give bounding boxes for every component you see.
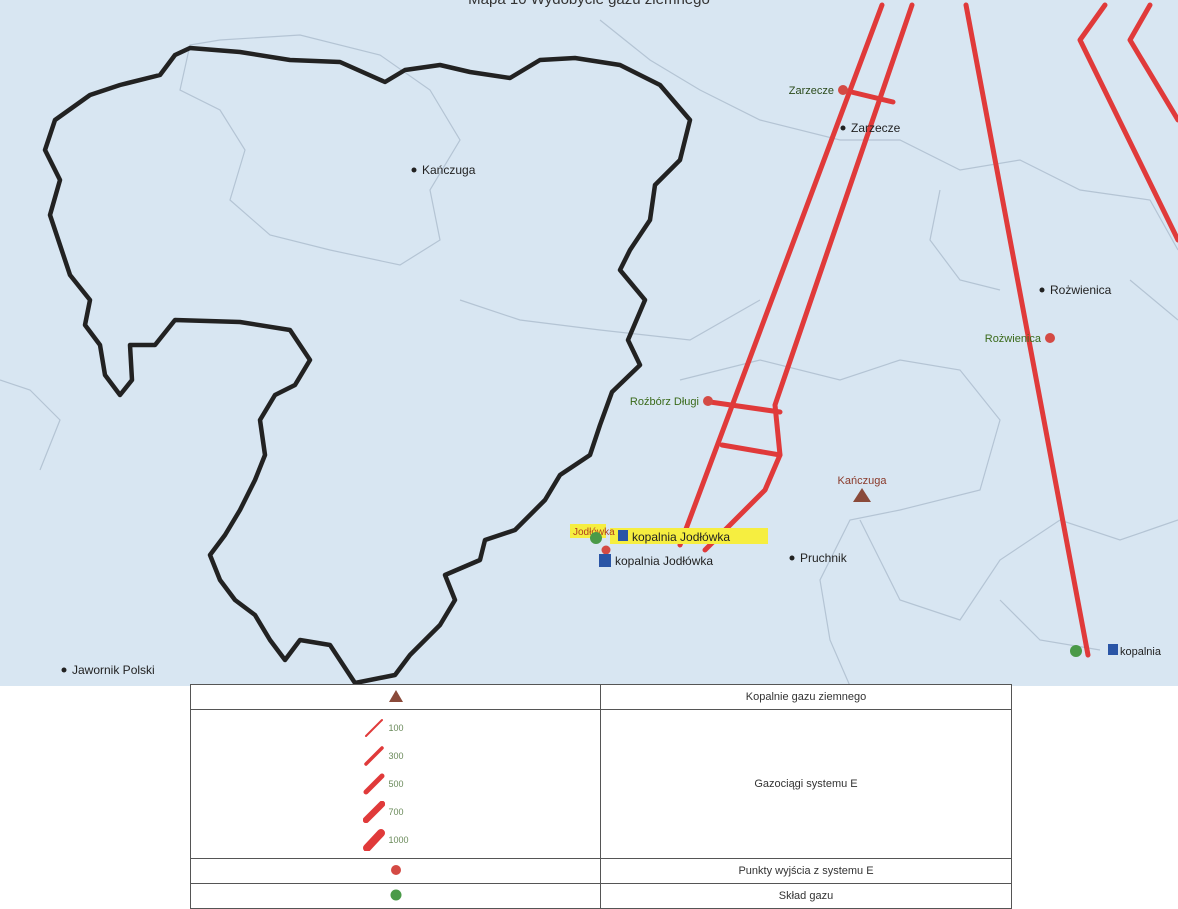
map-legend: Kopalnie gazu ziemnego 100 300 500 700 1… xyxy=(190,684,1012,909)
legend-symbol-cell xyxy=(190,883,601,909)
pipeline-line-icon xyxy=(363,773,384,795)
exit-point-icon xyxy=(390,864,401,875)
exit-point-label: Roźbórz Długi xyxy=(630,396,699,408)
commune-boundaries xyxy=(0,19,1178,686)
legend-pipe-size: 500 xyxy=(388,779,404,789)
legend-label: Punkty wyjścia z systemu E xyxy=(600,858,1012,884)
storage-icon xyxy=(390,889,401,900)
pipeline-branch-middle xyxy=(719,442,783,458)
legend-row: Punkty wyjścia z systemu E xyxy=(190,858,1012,884)
well-icon[interactable] xyxy=(1108,644,1118,655)
pipeline-south xyxy=(963,2,1091,658)
place-label: Pruchnik xyxy=(800,551,848,565)
legend-pipe-row: 100 xyxy=(191,714,600,742)
storage-icon[interactable] xyxy=(1070,645,1082,657)
legend-row: Skład gazu xyxy=(190,883,1012,909)
label-highlight xyxy=(610,528,768,544)
exit-point-marker[interactable] xyxy=(703,396,713,406)
legend-symbol-cell xyxy=(190,858,601,884)
pipeline-far-east-2 xyxy=(1127,2,1178,123)
exit-point-marker[interactable] xyxy=(838,85,848,95)
legend-symbol-cell: 100 300 500 700 1000 xyxy=(190,709,601,859)
legend-row: Kopalnie gazu ziemnego xyxy=(190,684,1012,710)
pipeline-branch-zarzecze xyxy=(840,87,896,105)
legend-label: Gazociągi systemu E xyxy=(600,709,1012,859)
gas-pipelines xyxy=(677,2,1178,658)
pipeline-line-icon xyxy=(362,801,385,823)
well-icon[interactable] xyxy=(618,530,628,541)
legend-pipe-row: 300 xyxy=(191,742,600,770)
pipeline-line-icon xyxy=(363,746,384,766)
legend-pipe-row: 700 xyxy=(191,798,600,826)
pipeline-branch-rozborz xyxy=(707,399,783,415)
map-background xyxy=(0,0,1178,686)
legend-pipe-row: 500 xyxy=(191,770,600,798)
legend-pipe-size: 300 xyxy=(388,751,404,761)
legend-symbol-cell xyxy=(190,684,601,710)
place-markers: Kańczuga Zarzecze Rożwienica Pruchnik Ja… xyxy=(61,121,1112,677)
mine-markers: Kańczuga xyxy=(838,475,888,502)
place-label: Rożwienica xyxy=(1050,283,1112,297)
map-title: Mapa 10 Wydobycie gazu ziemnego xyxy=(0,0,1178,8)
exit-points: Zarzecze Rożwienica Roźbórz Długi xyxy=(630,85,1055,408)
pipeline-line-icon xyxy=(364,719,383,737)
legend-label: Skład gazu xyxy=(600,883,1012,909)
pipeline-far-east-1 xyxy=(1077,2,1178,243)
well-label: kopalnia Jodłówka xyxy=(615,554,713,568)
storage-icon[interactable] xyxy=(590,532,602,544)
legend-row: 100 300 500 700 1000 Gazociągi systemu E xyxy=(190,709,1012,859)
well-label: kopalnia xyxy=(1120,646,1162,658)
legend-label: Kopalnie gazu ziemnego xyxy=(600,684,1012,710)
mine-icon[interactable] xyxy=(853,488,871,502)
well-markers: Jodłówka kopalnia Jodłówka kopalnia Jodł… xyxy=(570,524,1162,658)
legend-pipe-row: 1000 xyxy=(191,826,600,854)
map-canvas[interactable]: Kańczuga Zarzecze Rożwienica Pruchnik Ja… xyxy=(0,0,1178,686)
pipeline-line-icon xyxy=(362,829,385,851)
place-label: Zarzecze xyxy=(851,121,901,135)
exit-point-label: Rożwienica xyxy=(985,333,1042,345)
exit-point-label: Zarzecze xyxy=(789,85,834,97)
exit-point-marker[interactable] xyxy=(1045,333,1055,343)
mine-icon xyxy=(388,689,403,702)
district-boundary xyxy=(42,45,693,686)
legend-pipe-size: 700 xyxy=(388,807,404,817)
well-icon[interactable] xyxy=(599,554,611,567)
place-label: Jawornik Polski xyxy=(72,663,155,677)
well-label: kopalnia Jodłówka xyxy=(632,530,730,544)
legend-pipe-size: 100 xyxy=(388,723,404,733)
place-label: Kańczuga xyxy=(422,163,476,177)
legend-pipe-size: 1000 xyxy=(388,835,409,845)
pipeline-west xyxy=(677,2,885,548)
mine-label: Kańczuga xyxy=(838,475,888,487)
exit-point-marker[interactable] xyxy=(601,545,611,555)
